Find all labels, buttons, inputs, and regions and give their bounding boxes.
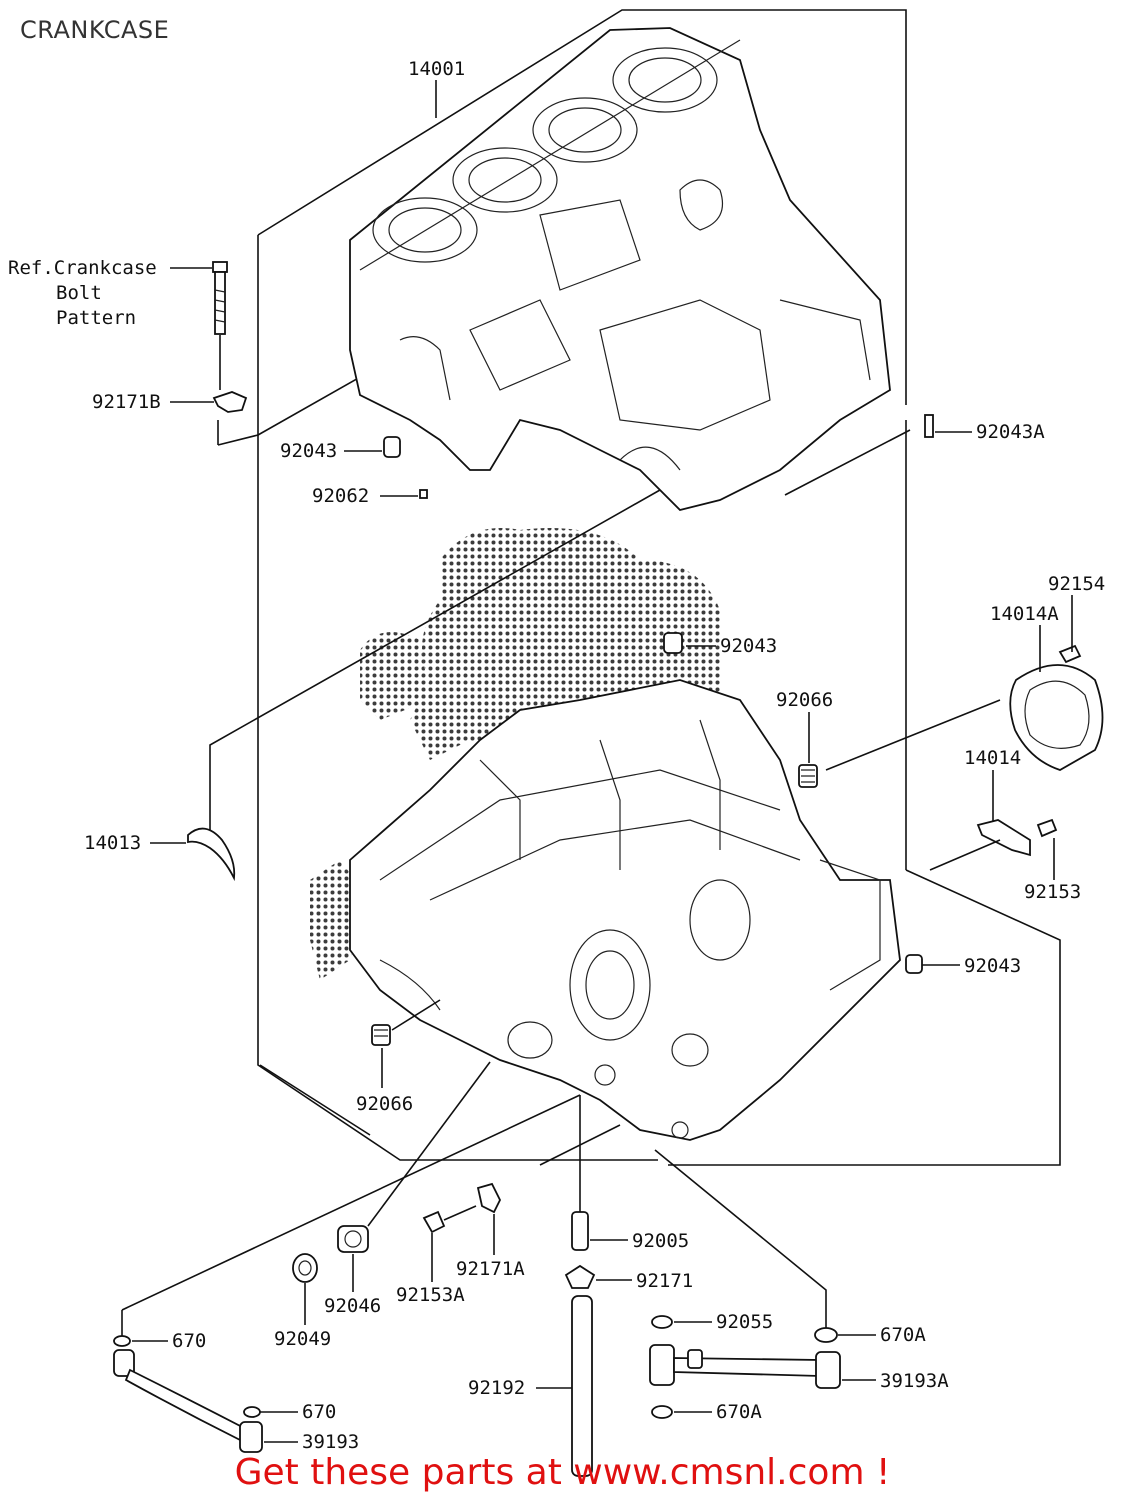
label-39193A: 39193A bbox=[880, 1370, 949, 1392]
label-92043-top: 92043 bbox=[720, 635, 777, 657]
bolt-92153A bbox=[422, 1210, 446, 1234]
label-92066-right: 92066 bbox=[776, 689, 833, 711]
seal-14013 bbox=[187, 827, 236, 882]
label-92171A: 92171A bbox=[456, 1258, 525, 1280]
label-670-top: 670 bbox=[172, 1330, 206, 1352]
bolt-92154 bbox=[1058, 644, 1082, 664]
pipe-39193 bbox=[113, 1349, 263, 1453]
pin-92043A bbox=[924, 414, 934, 438]
label-92171: 92171 bbox=[636, 1270, 693, 1292]
label-ref-bolt: Bolt bbox=[56, 282, 102, 304]
dowel-92043-top bbox=[663, 632, 683, 654]
dowel-92043-right bbox=[905, 954, 923, 974]
clamp-92171A bbox=[476, 1182, 502, 1214]
label-14014: 14014 bbox=[964, 747, 1021, 769]
callout-labels: 14001 Ref.Crankcase Bolt Pattern 92171B … bbox=[8, 58, 1105, 1453]
label-92192: 92192 bbox=[468, 1377, 525, 1399]
label-ref-pattern: Pattern bbox=[56, 307, 136, 329]
footer-link-text[interactable]: Get these parts at www.cmsnl.com ! bbox=[234, 1452, 891, 1493]
seal-92049 bbox=[292, 1253, 318, 1283]
label-ref-crankcase: Ref.Crankcase bbox=[8, 257, 157, 279]
label-92153A: 92153A bbox=[396, 1284, 465, 1306]
bearing-92046 bbox=[337, 1225, 369, 1253]
dowel-92043-left bbox=[383, 436, 401, 458]
small-parts bbox=[113, 261, 1104, 1477]
label-14014A: 14014A bbox=[990, 603, 1059, 625]
cover-14014A bbox=[1009, 664, 1104, 771]
oring-670A-top bbox=[814, 1327, 838, 1343]
label-92066-left: 92066 bbox=[356, 1093, 413, 1115]
diagram-title: CRANKCASE bbox=[20, 16, 170, 44]
label-92043-right: 92043 bbox=[964, 955, 1021, 977]
lower-crankcase-14001 bbox=[349, 679, 901, 1141]
oring-670-top bbox=[113, 1335, 131, 1347]
label-92062: 92062 bbox=[312, 485, 369, 507]
bearing-92066-left bbox=[371, 1024, 391, 1046]
label-14001: 14001 bbox=[408, 58, 465, 80]
label-670A-bottom: 670A bbox=[716, 1401, 762, 1423]
label-92055: 92055 bbox=[716, 1311, 773, 1333]
clamp-92171 bbox=[564, 1264, 596, 1289]
label-92153: 92153 bbox=[1024, 881, 1081, 903]
label-92046: 92046 bbox=[324, 1295, 381, 1317]
label-92049: 92049 bbox=[274, 1328, 331, 1350]
crankcase-bolt bbox=[212, 261, 228, 390]
label-670-bottom: 670 bbox=[302, 1401, 336, 1423]
label-92043A: 92043A bbox=[976, 421, 1045, 443]
oring-670-bottom bbox=[243, 1406, 261, 1418]
oring-670A-bottom bbox=[651, 1405, 673, 1419]
label-670A-top: 670A bbox=[880, 1324, 926, 1346]
fitting-92005 bbox=[571, 1211, 589, 1251]
bracket-14014 bbox=[976, 819, 1031, 857]
label-92171B: 92171B bbox=[92, 391, 161, 413]
label-39193: 39193 bbox=[302, 1431, 359, 1453]
label-14013: 14013 bbox=[84, 832, 141, 854]
frame-lines bbox=[217, 9, 1061, 1166]
clamp-92171B bbox=[212, 391, 248, 413]
label-92005: 92005 bbox=[632, 1230, 689, 1252]
hose-92192 bbox=[571, 1295, 593, 1477]
upper-crankcase-14001 bbox=[349, 27, 891, 511]
oring-92055 bbox=[651, 1315, 673, 1329]
dowel-92062 bbox=[419, 489, 428, 499]
leader-lines bbox=[121, 80, 1073, 1443]
label-92043-left: 92043 bbox=[280, 440, 337, 462]
pipe-39193A bbox=[649, 1344, 841, 1389]
bolt-92153 bbox=[1036, 818, 1058, 838]
label-92154: 92154 bbox=[1048, 573, 1105, 595]
